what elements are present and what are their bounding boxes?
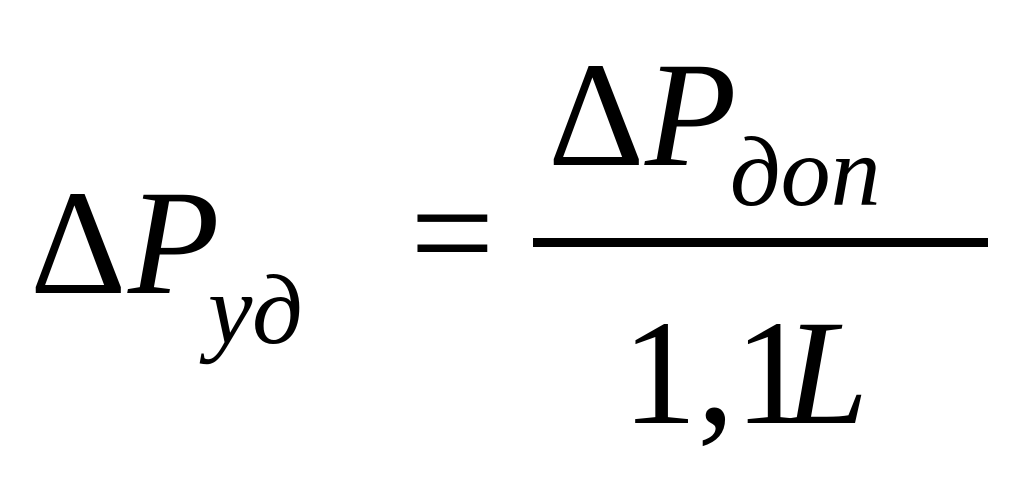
lhs-variable: P	[128, 160, 220, 326]
fraction-bar	[533, 238, 988, 247]
numerator-subscript: доп	[730, 116, 881, 227]
denominator-variable: L	[785, 290, 869, 456]
lhs-subscript: уд	[208, 254, 303, 365]
denominator-coefficient: 1,1	[622, 290, 810, 456]
numerator-variable: P	[645, 32, 737, 198]
equals-sign: =	[410, 150, 495, 316]
lhs-delta-symbol: Δ	[30, 160, 127, 326]
numerator-delta-symbol: Δ	[548, 32, 645, 198]
